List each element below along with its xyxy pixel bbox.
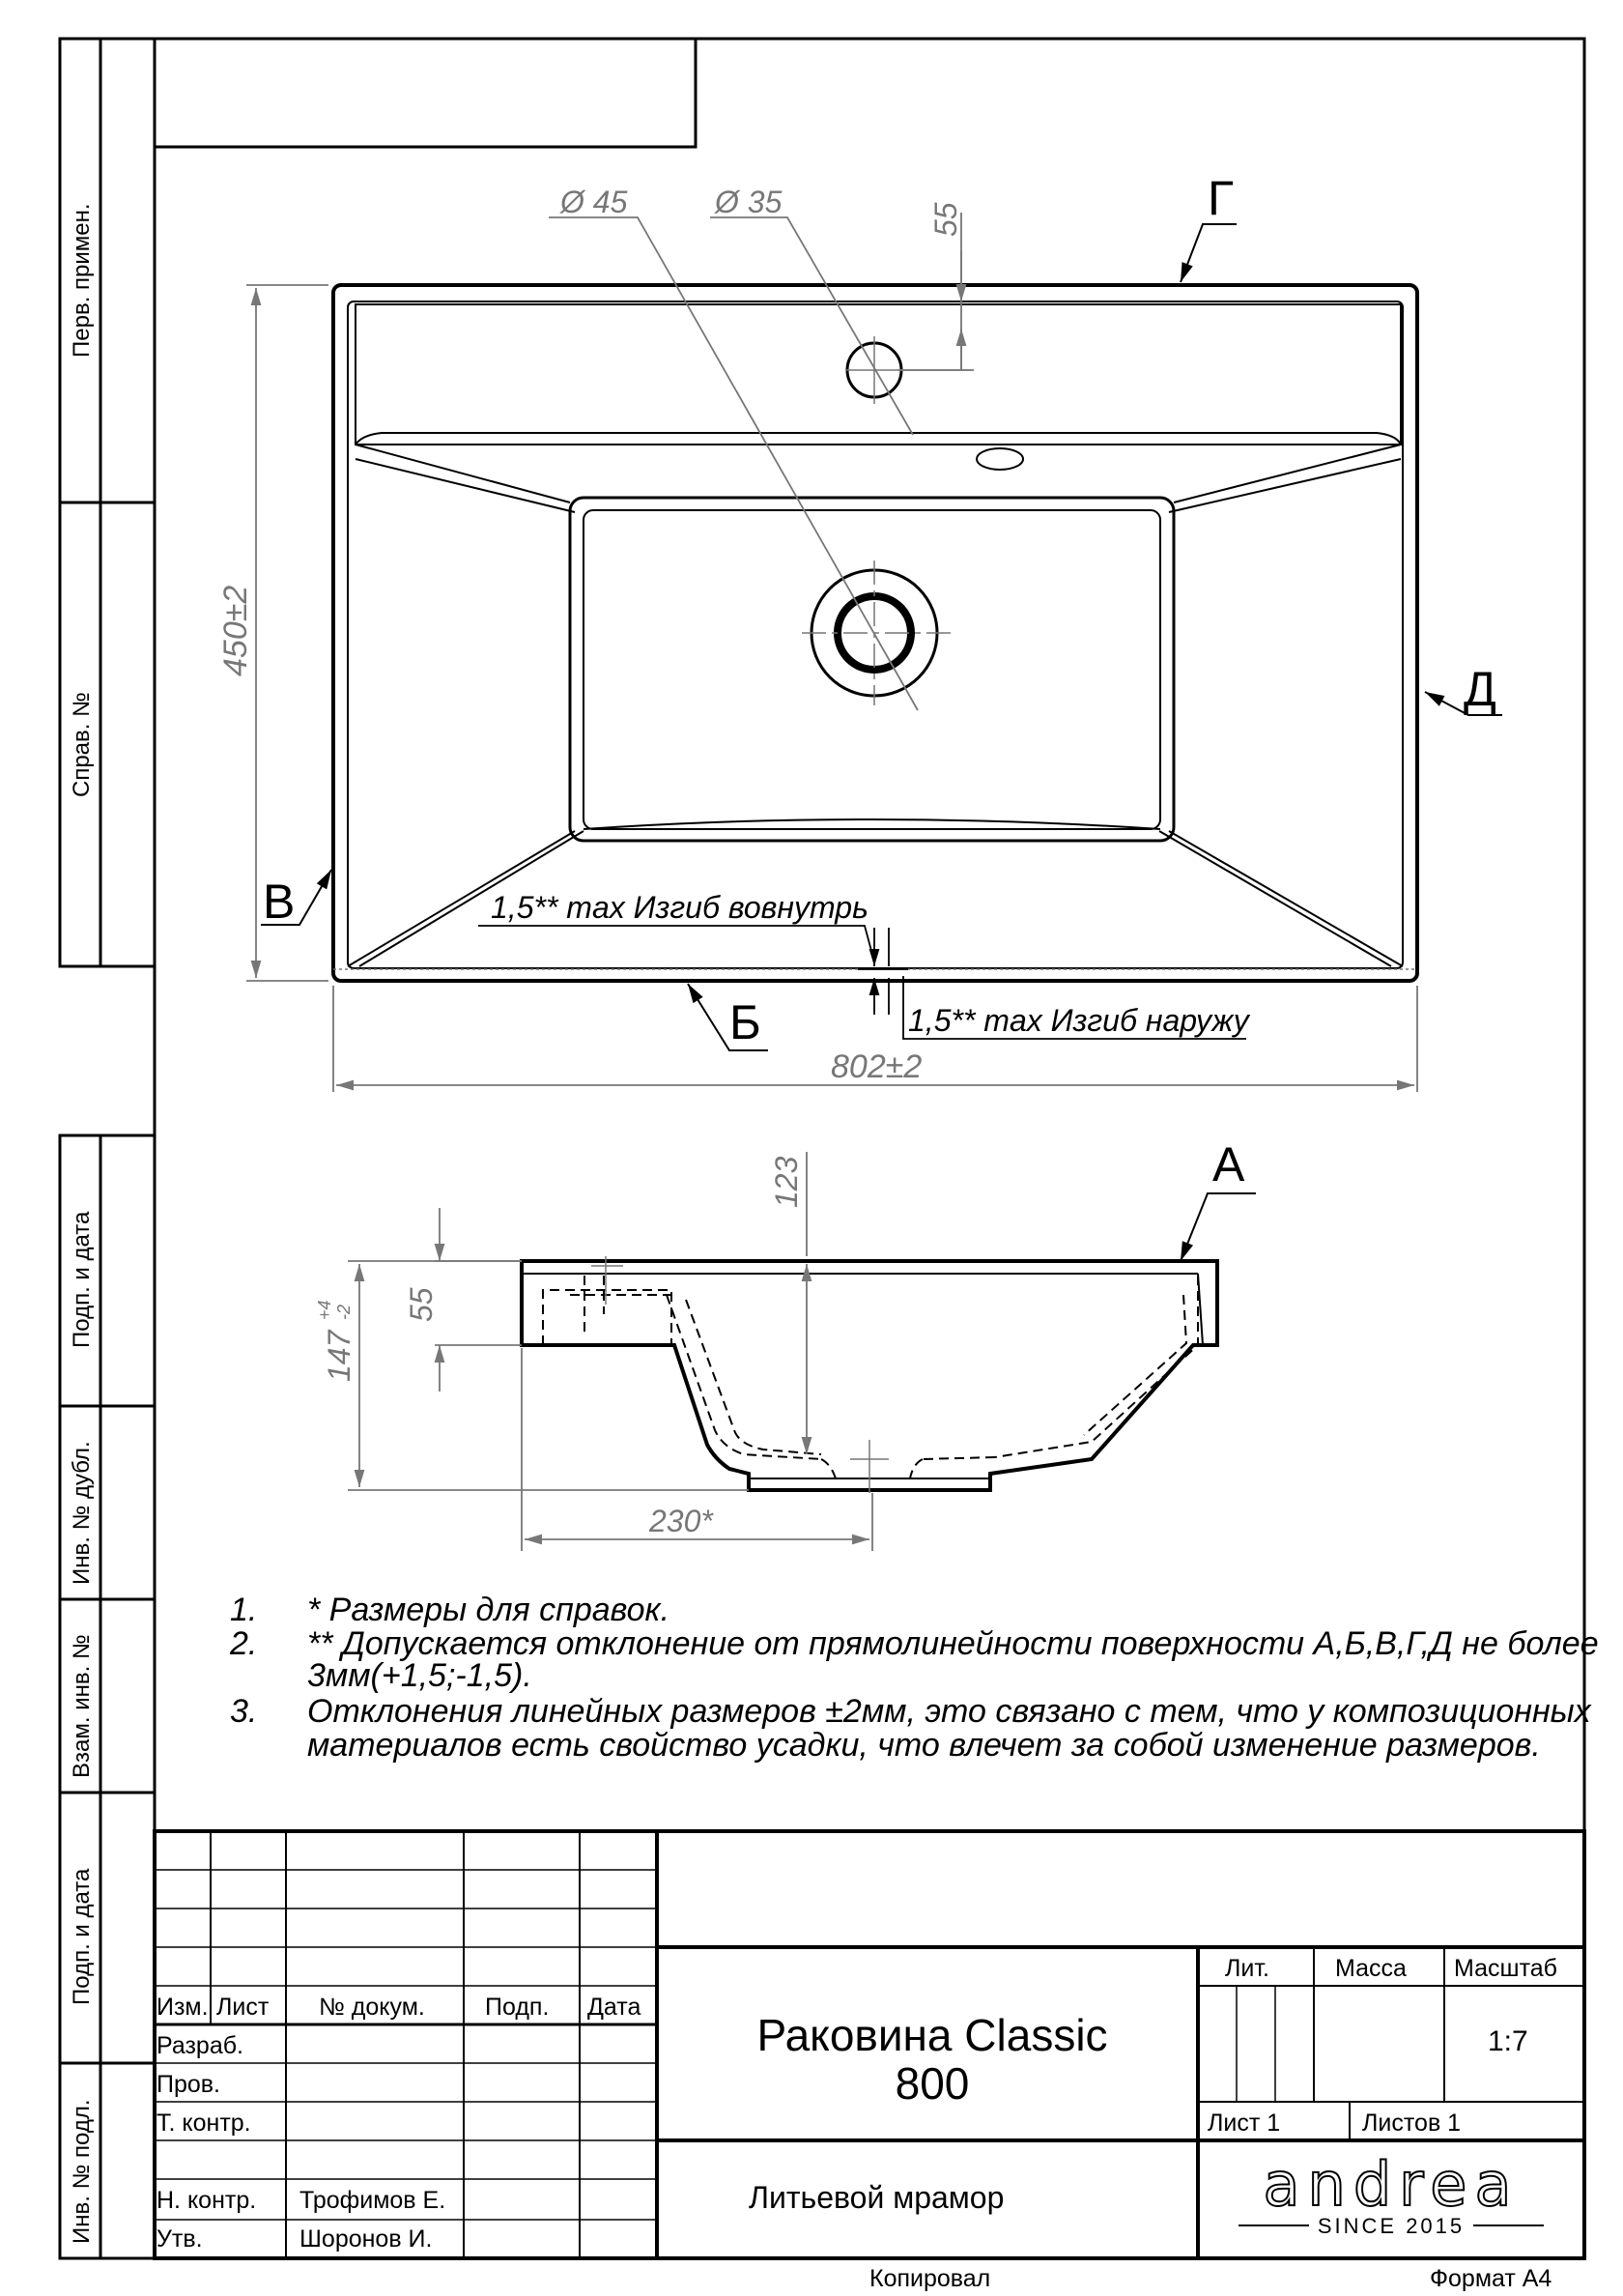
row-tkontr: Т. контр. (157, 2109, 251, 2137)
stamp-podp-data-2: Подп. и дата (69, 1868, 95, 2005)
bend-in-note: 1,5** max Изгиб вовнутрь (491, 890, 868, 925)
dim-450: 450±2 (217, 586, 254, 676)
stamp-perv-primen: Перв. примен. (69, 203, 95, 358)
note-3-cont: материалов есть свойство усадки, что вле… (307, 1727, 1541, 1764)
label-v: В (263, 875, 295, 929)
col-izm: Изм. (157, 1994, 209, 2021)
stamp-inv-podl: Инв. № подл. (69, 2100, 95, 2245)
dim-802: 802±2 (831, 1048, 922, 1085)
dim-147: 147 (322, 1329, 356, 1382)
col-doc: № докум. (319, 1994, 425, 2021)
col-masshtab: Масштаб (1454, 1955, 1557, 1982)
nkontr-name: Трофимов Е. (299, 2187, 445, 2214)
col-massa: Масса (1335, 1955, 1407, 1982)
stamp-vzam-inv: Взам. инв. № (69, 1634, 95, 1778)
sheets-total: Листов 1 (1362, 2109, 1461, 2137)
footer: Копировал Формат А4 (869, 2265, 1552, 2292)
sheet-frame (58, 37, 1586, 2260)
logo-since: SINCE 2015 (1318, 2214, 1465, 2238)
row-razrab: Разраб. (157, 2032, 243, 2059)
row-nkontr: Н. контр. (157, 2187, 256, 2214)
stamp-sprav-no: Справ. № (69, 692, 95, 797)
dim-55-top: 55 (928, 202, 963, 237)
side-stamps: Перв. примен. Справ. № Подп. и дата Инв.… (69, 203, 95, 2244)
note-1-num: 1. (230, 1592, 257, 1628)
footer-format: Формат А4 (1430, 2265, 1552, 2292)
side-view (520, 1256, 1219, 1493)
sheet-number: Лист 1 (1208, 2109, 1280, 2137)
dim-230: 230* (648, 1504, 714, 1538)
top-view-labels: Ø 45 Ø 35 55 450±2 802±2 Г Д В Б 1,5** m… (217, 171, 1496, 1085)
notes: 1. * Размеры для справок. 2. ** Допускае… (229, 1592, 1599, 1764)
col-list: Лист (216, 1994, 270, 2021)
andrea-logo: andrea SINCE 2015 (1239, 2148, 1544, 2238)
label-d: Д (1464, 662, 1496, 716)
note-2-num: 2. (229, 1625, 257, 1662)
label-g: Г (1208, 171, 1234, 225)
product-name: Раковина Classic (756, 2010, 1107, 2060)
note-3-text: Отклонения линейных размеров ±2мм, это с… (307, 1693, 1592, 1730)
label-b: Б (729, 995, 761, 1049)
note-2-cont: 3мм(+1,5;-1,5). (307, 1657, 532, 1694)
row-prov: Пров. (157, 2071, 220, 2098)
scale-value: 1:7 (1488, 2025, 1528, 2057)
side-view-labels: А 123 55 147 +4 -2 230* (315, 1137, 1245, 1538)
material: Литьевой мрамор (749, 2180, 1004, 2215)
title-block (153, 1829, 1586, 2260)
col-podp: Подп. (485, 1994, 549, 2021)
side-view-dimensions (348, 1152, 873, 1551)
top-view (331, 283, 1419, 983)
note-3-num: 3. (230, 1693, 257, 1730)
col-date: Дата (587, 1994, 641, 2021)
stamp-inv-dubl: Инв. № дубл. (69, 1441, 95, 1585)
product-size: 800 (896, 2058, 970, 2109)
dim-147-upper: +4 (315, 1300, 334, 1320)
surface-leaders (261, 223, 1502, 1262)
footer-copied: Копировал (869, 2265, 990, 2292)
note-1-text: * Размеры для справок. (307, 1592, 669, 1628)
dim-123: 123 (769, 1156, 804, 1208)
label-a: А (1212, 1137, 1245, 1191)
logo-word: andrea (1264, 2149, 1520, 2220)
stamp-podp-data-1: Подп. и дата (69, 1211, 95, 1348)
top-view-dimensions (246, 213, 1418, 1092)
title-block-text: Изм. Лист № докум. Подп. Дата Разраб. Пр… (157, 1955, 1557, 2253)
note-2-text: ** Допускается отклонение от прямолинейн… (307, 1625, 1599, 1662)
bend-out-note: 1,5** max Изгиб наружу (908, 1003, 1251, 1038)
dim-55-side: 55 (404, 1287, 439, 1322)
dim-d35: Ø 35 (714, 185, 783, 219)
utv-name: Шоронов И. (299, 2225, 432, 2253)
row-utv: Утв. (157, 2225, 203, 2253)
dim-d45: Ø 45 (559, 185, 628, 219)
col-lit: Лит. (1225, 1955, 1269, 1982)
dim-147-lower: -2 (334, 1305, 354, 1320)
